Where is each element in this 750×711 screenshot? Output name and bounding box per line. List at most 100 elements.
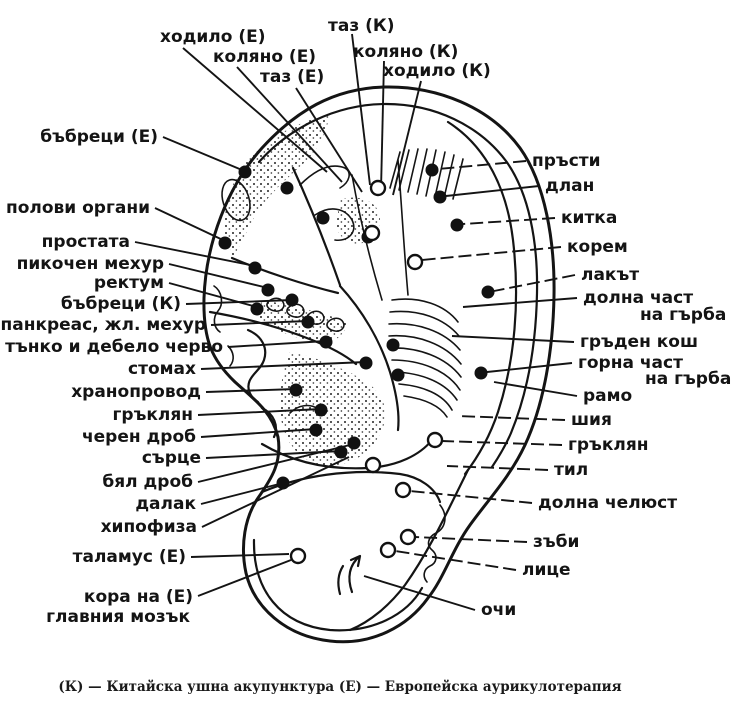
leader-prostata: [134, 241, 256, 267]
face-profile-detail: [423, 504, 446, 583]
ear-drawing: [202, 85, 556, 644]
label-sartse: сърце: [142, 448, 201, 468]
leader-til: [446, 465, 549, 471]
label-gorna-chast-line2: на гърба: [645, 369, 731, 389]
leader-lines: [134, 33, 578, 611]
leader-babretsi-k: [185, 299, 293, 305]
label-ochi: очи: [481, 600, 516, 620]
leader-pankreas: [210, 320, 309, 326]
crus-of-helix: [208, 310, 358, 366]
point-open: [364, 456, 382, 474]
label-lakat: лакът: [581, 265, 639, 285]
jaw-boundary-line: [348, 468, 470, 632]
label-pankreas: панкреас, жл. мехур: [0, 315, 206, 335]
label-litse: лице: [522, 560, 571, 580]
point-cheren-drob: [309, 423, 323, 437]
label-kolyano-k: коляно (К): [353, 42, 458, 62]
label-prasti: пръсти: [532, 151, 601, 171]
point-graklyan-right: [426, 431, 444, 449]
tragus-bumps: [246, 328, 278, 439]
point-pankreas: [301, 315, 315, 329]
leader-dolna-chelyust: [409, 490, 533, 504]
leader-graden-kosh: [451, 335, 575, 343]
leader-cheren-drob: [200, 428, 317, 438]
label-babretsi-e: бъбреци (Е): [40, 127, 158, 147]
label-rektum: ректум: [94, 273, 164, 293]
label-korem: корем: [567, 237, 628, 257]
leader-talamus-e: [190, 553, 290, 558]
scapha-boundary-line: [446, 120, 518, 476]
antihelix-body: [338, 284, 400, 432]
leader-dolna-chast: [462, 297, 578, 308]
antihelix-superior-crus: [291, 166, 342, 287]
leader-hodilo-k: [392, 80, 422, 196]
label-hodilo-e: ходило (Е): [160, 27, 266, 47]
point-babretsi-e: [238, 165, 252, 179]
ear-outline: [202, 85, 556, 644]
point-sartse: [334, 445, 348, 459]
leader-taz-k: [351, 33, 371, 186]
label-graklyan-left: гръклян: [113, 405, 193, 425]
point-rektum: [250, 302, 264, 316]
leader-dalak: [200, 482, 284, 505]
leader-lakat: [493, 274, 576, 292]
label-hranoprovod: хранопровод: [71, 382, 201, 402]
point-polovi-organi: [218, 236, 232, 250]
leader-hranoprovod: [205, 388, 297, 393]
label-zabi: зъби: [533, 532, 579, 552]
point-filled: [386, 338, 400, 352]
point-dalak: [276, 476, 290, 490]
label-dolna-chast-line1: долна част: [583, 288, 693, 308]
leader-taz-e: [295, 87, 363, 193]
label-prostata: простата: [42, 232, 130, 252]
point-hranoprovod: [289, 383, 303, 397]
label-hipofiza: хипофиза: [101, 517, 197, 537]
label-kitka: китка: [561, 208, 617, 228]
point-graklyan-left: [314, 403, 328, 417]
label-byal-drob: бял дроб: [102, 472, 193, 492]
label-stomah: стомах: [128, 359, 196, 379]
lobe-inner-arc: [252, 538, 424, 632]
antihelix-inferior-crus: [230, 256, 340, 295]
label-tanko-debelo: тънко и дебело черво: [5, 337, 223, 357]
leader-ramo: [493, 381, 578, 397]
point-filled: [280, 181, 294, 195]
point-filled: [316, 211, 330, 225]
label-dolna-chast-line2: на гърба: [640, 305, 726, 325]
intestine-chain: [266, 297, 345, 332]
leader-kolyano-e: [236, 66, 343, 183]
label-dalak: далак: [135, 494, 196, 514]
leader-ochi: [363, 575, 476, 611]
point-dlan: [433, 190, 447, 204]
point-lakat: [481, 285, 495, 299]
label-ramo: рамо: [583, 386, 632, 406]
leader-pikochen-mehur: [168, 263, 269, 289]
point-talamus-kora: [289, 547, 307, 565]
label-kolyano-e: коляно (Е): [213, 47, 316, 67]
european-points-open: [289, 179, 444, 565]
helix-inner-line: [257, 102, 539, 469]
label-kora-line2: главния мозък: [46, 607, 190, 627]
eye-arrow-mark: [337, 554, 362, 596]
label-graklyan-right: гръклян: [568, 435, 648, 455]
chinese-points-filled: [218, 163, 495, 490]
label-talamus-e: таламус (Е): [73, 547, 186, 567]
leader-hodilo-e: [182, 47, 328, 173]
label-cheren-drob: черен дроб: [82, 427, 196, 447]
leader-dlan: [445, 185, 540, 197]
leader-babretsi-e: [162, 136, 243, 171]
label-shiya: шия: [571, 410, 612, 430]
leader-hipofiza: [201, 456, 350, 528]
label-dlan: длан: [545, 176, 594, 196]
label-taz-k: таз (К): [328, 16, 395, 36]
label-dolna-chelyust: долна челюст: [538, 493, 677, 513]
leader-korem: [421, 246, 562, 261]
point-gorna-chast: [474, 366, 488, 380]
point-korem: [406, 253, 424, 271]
point-litse: [379, 541, 397, 559]
label-hodilo-k: ходило (К): [383, 61, 491, 81]
label-babretsi-k: бъбреци (К): [61, 294, 181, 314]
leader-shiya: [457, 415, 566, 421]
point-dolna-chelyust: [394, 481, 412, 499]
leader-stomah: [200, 361, 367, 370]
